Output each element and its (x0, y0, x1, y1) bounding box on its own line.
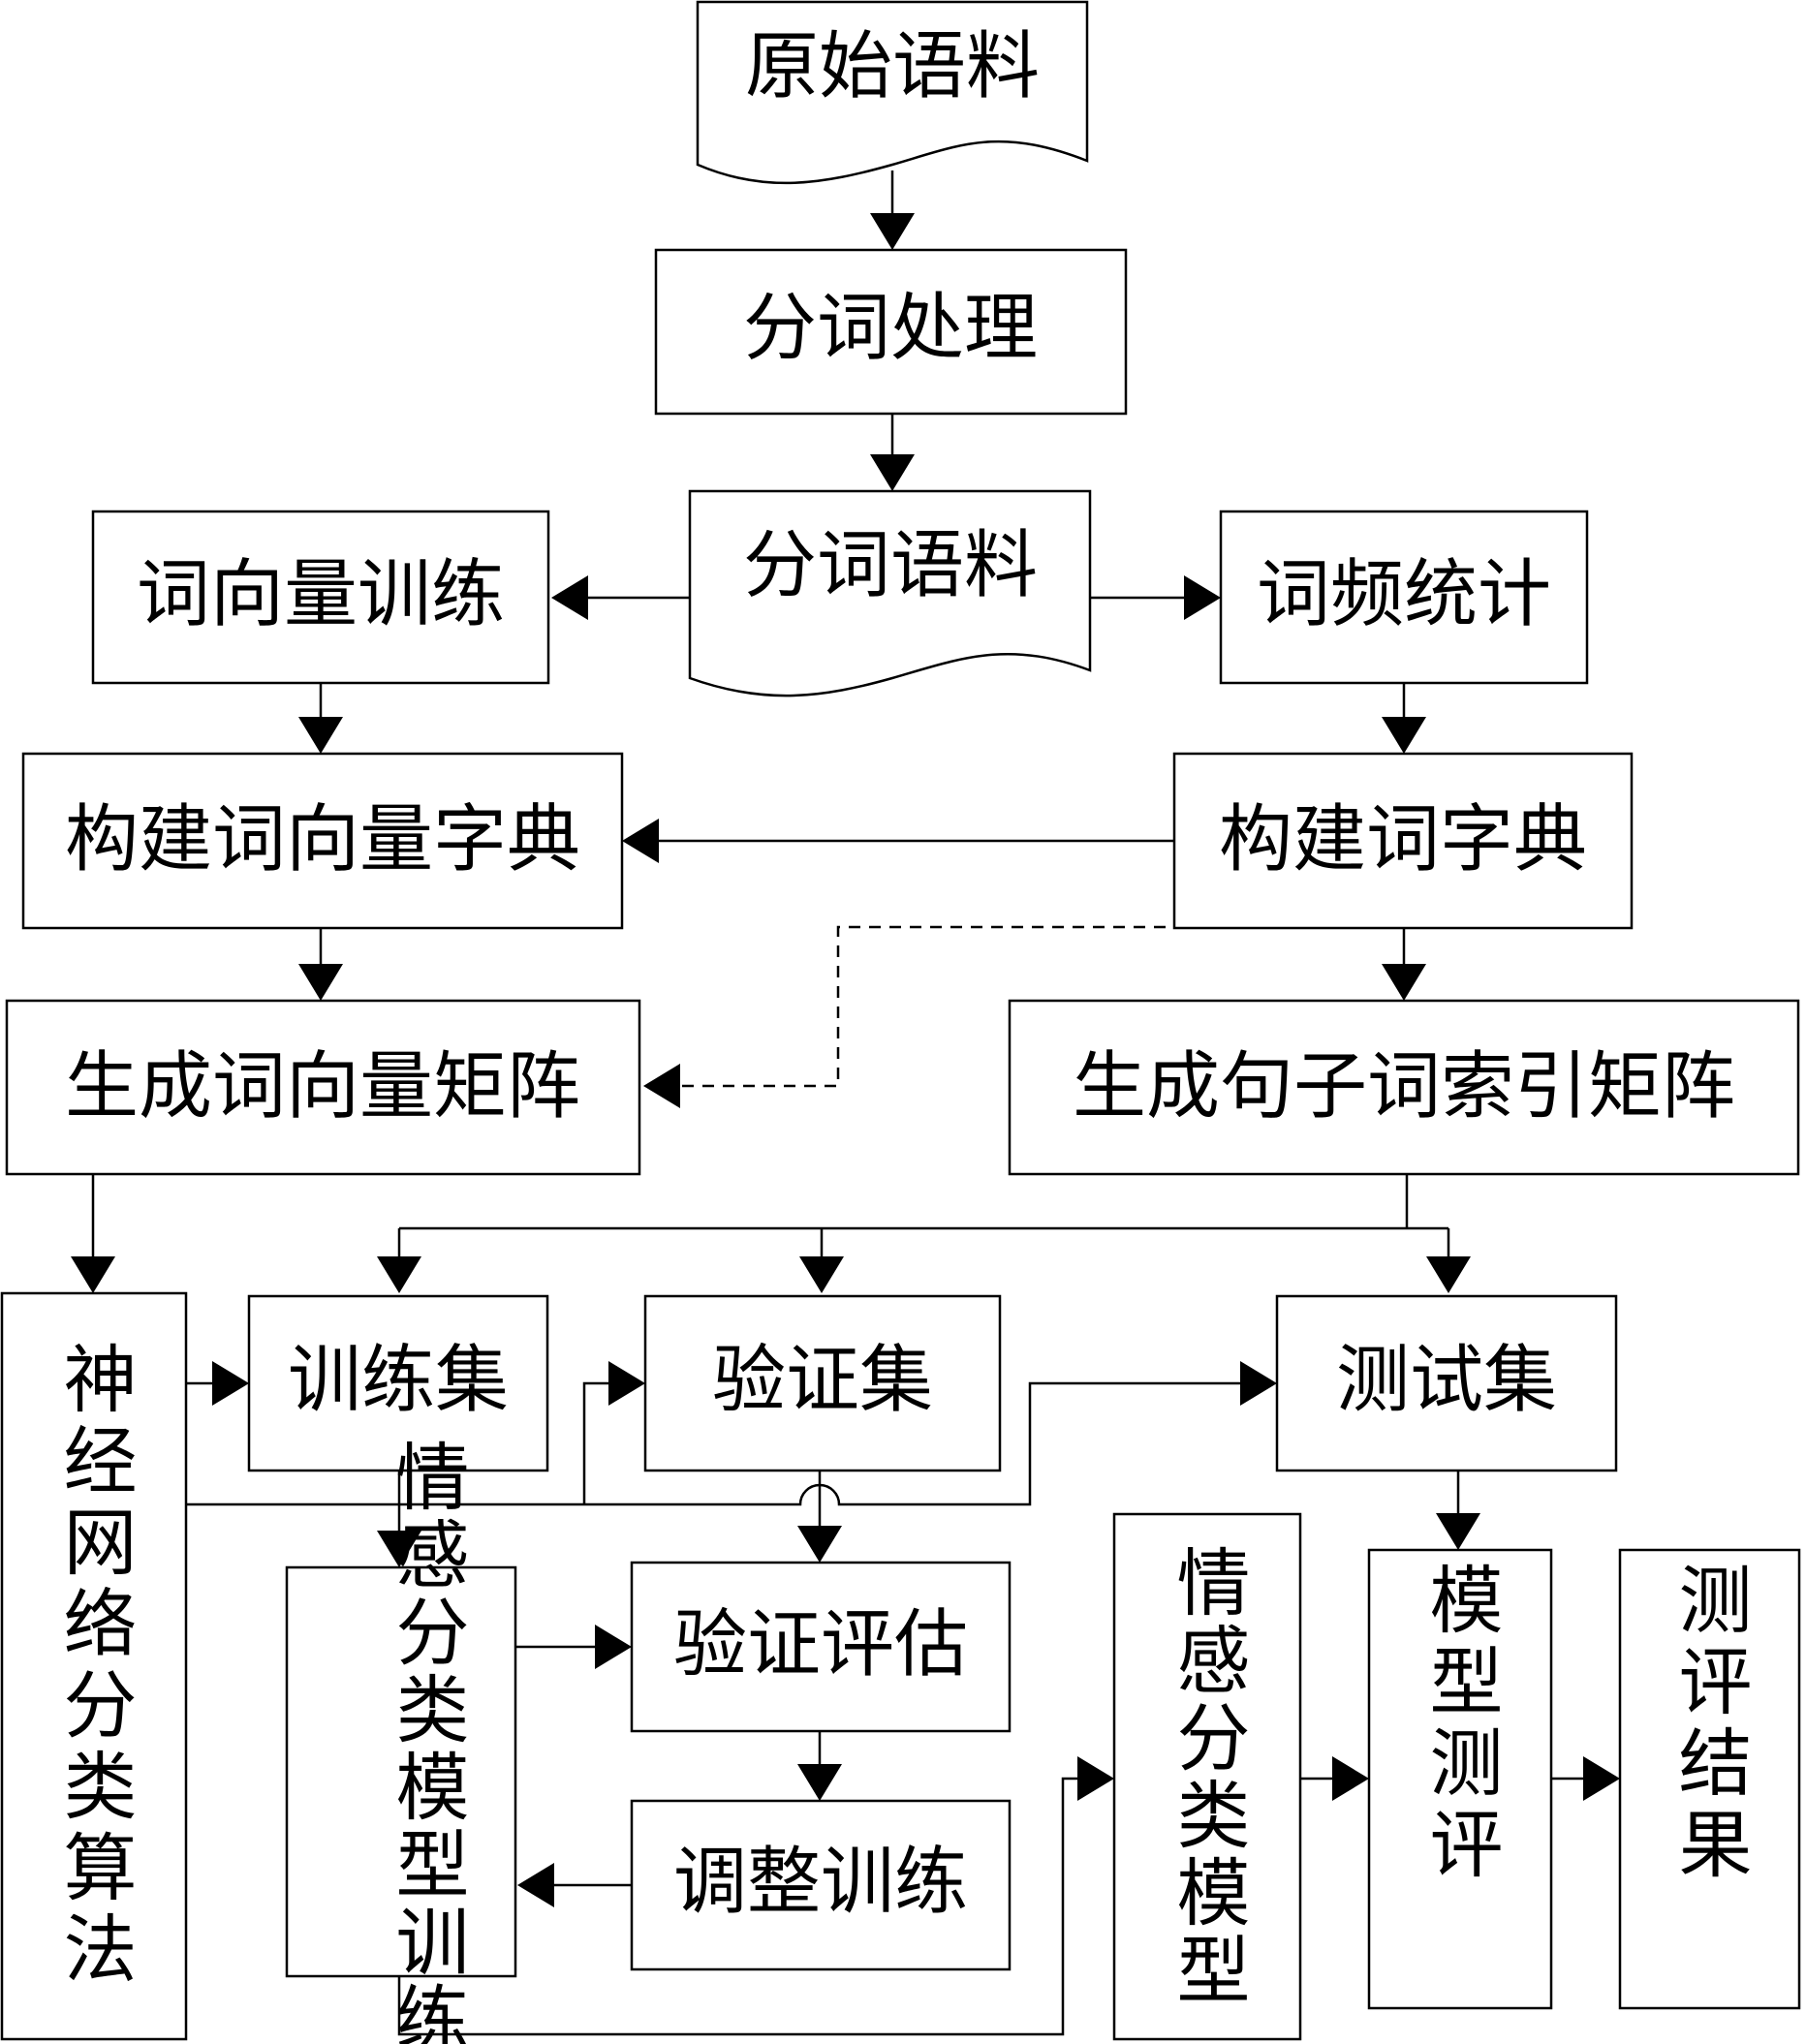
edge-adjust-training-to-sentiment-training (517, 1863, 632, 1907)
edge-sentiment-model-to-model-eval (1300, 1756, 1369, 1801)
node-gen-wv-matrix: 生成词向量矩阵 (5, 999, 641, 1176)
node-val-eval: 验证评估 (630, 1561, 1012, 1733)
edge-build-word-dict-to-build-wv-dict (622, 819, 1174, 863)
node-build-word-dict: 构建词字典 (1172, 752, 1634, 930)
edge-word-freq-to-build-word-dict (1382, 683, 1426, 754)
node-val-eval-label: 验证评估 (673, 1601, 968, 1688)
edge-val-eval-to-adjust-training (797, 1731, 842, 1801)
node-segmentation-label: 分词处理 (743, 285, 1038, 371)
node-sentiment-training-label: 情感分类模型训练 (384, 1439, 470, 2044)
node-test-set-label: 测试集 (1336, 1337, 1557, 1423)
edge-seg-corpus-to-wv-training (551, 575, 690, 620)
node-segmentation: 分词处理 (654, 248, 1128, 416)
edge-gen-wv-matrix-to-nn-algorithm (71, 1174, 115, 1293)
edge-nn-algorithm-to-training-set (186, 1361, 249, 1406)
edge-build-word-dict-to-gen-wv-matrix-dashed (643, 925, 1206, 1108)
node-sentiment-model-label: 情感分类模型 (1165, 1544, 1251, 2009)
node-eval-result: 测评结果 (1618, 1548, 1801, 2010)
node-eval-result-label: 测评结果 (1666, 1562, 1753, 1887)
node-wv-training-label: 词向量训练 (137, 551, 505, 637)
node-seg-corpus: 分词语料 (688, 489, 1092, 697)
edge-wv-training-to-build-wv-dict (298, 683, 343, 754)
node-adjust-training-label: 调整训练 (673, 1839, 968, 1925)
edge-segmentation-to-seg-corpus (870, 414, 915, 491)
edge-model-eval-to-eval-result (1551, 1756, 1620, 1801)
node-sentiment-model: 情感分类模型 (1112, 1512, 1302, 2041)
node-adjust-training: 调整训练 (630, 1799, 1012, 1971)
node-nn-algorithm-label: 神经网络分类算法 (51, 1341, 138, 1992)
node-raw-corpus: 原始语料 (696, 0, 1089, 185)
node-gen-index-matrix-label: 生成句子词索引矩阵 (1073, 1043, 1735, 1130)
node-training-set: 训练集 (247, 1294, 549, 1472)
node-training-set-label: 训练集 (288, 1337, 509, 1423)
node-build-wv-dict-label: 构建词向量字典 (65, 796, 580, 883)
node-word-freq: 词频统计 (1219, 510, 1589, 685)
edge-training-set-to-sentiment-training (377, 1471, 421, 1567)
node-gen-wv-matrix-label: 生成词向量矩阵 (65, 1043, 580, 1130)
node-word-freq-label: 词频统计 (1257, 551, 1551, 637)
edge-validation-set-to-val-eval (797, 1471, 842, 1563)
edge-build-word-dict-to-gen-index-matrix (1382, 928, 1426, 1001)
node-sentiment-training: 情感分类模型训练 (285, 1439, 517, 2044)
edge-raw-corpus-to-segmentation (870, 170, 915, 250)
node-validation-set: 验证集 (643, 1294, 1002, 1472)
node-validation-set-label: 验证集 (712, 1337, 933, 1423)
node-nn-algorithm: 神经网络分类算法 (0, 1291, 188, 2041)
node-build-word-dict-label: 构建词字典 (1219, 796, 1587, 883)
node-build-wv-dict: 构建词向量字典 (21, 752, 624, 930)
edges (71, 170, 1620, 2036)
edge-sentiment-training-to-sentiment-model (397, 1756, 1114, 2036)
edge-nn-algorithm-to-validation-and-test-set (186, 1361, 1277, 1506)
node-test-set: 测试集 (1275, 1294, 1618, 1472)
edge-seg-corpus-to-word-freq (1090, 575, 1221, 620)
node-raw-corpus-label: 原始语料 (745, 23, 1040, 109)
node-model-eval: 模型测评 (1367, 1548, 1553, 2010)
edge-sentiment-training-to-val-eval (515, 1625, 632, 1669)
node-gen-index-matrix: 生成句子词索引矩阵 (1008, 999, 1800, 1176)
edge-build-wv-dict-to-gen-wv-matrix (298, 928, 343, 1001)
node-wv-training: 词向量训练 (91, 510, 550, 685)
node-model-eval-label: 模型测评 (1417, 1562, 1504, 1887)
edge-test-set-to-model-eval (1436, 1471, 1480, 1550)
edge-gen-index-matrix-to-sets (377, 1174, 1471, 1293)
node-seg-corpus-label: 分词语料 (743, 522, 1038, 608)
